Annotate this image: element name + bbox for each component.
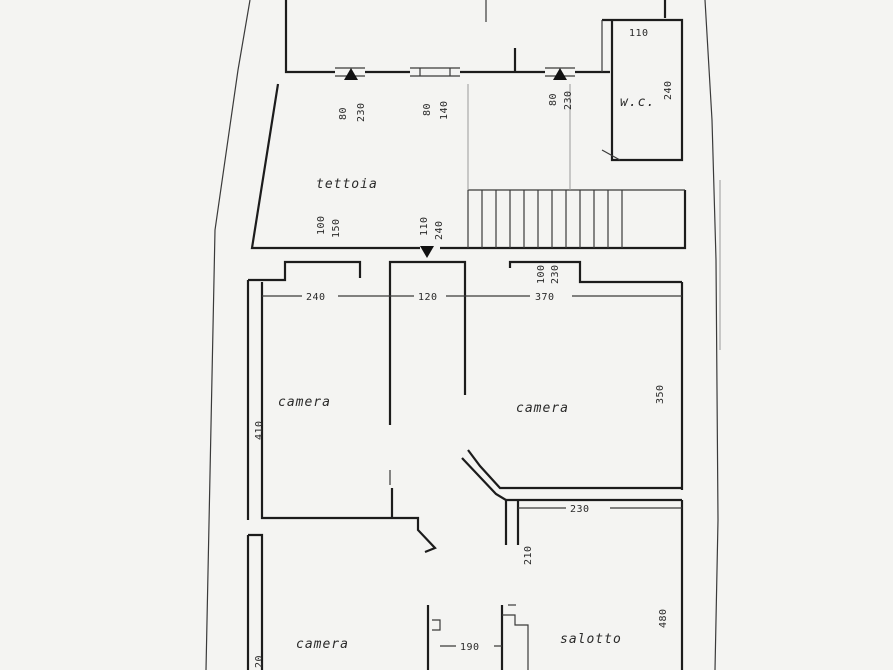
room-label-camera-left: camera bbox=[278, 395, 331, 410]
dim-door3-h: 230 bbox=[550, 264, 561, 284]
room-label-camera-center: camera bbox=[516, 401, 569, 416]
dim-salotto-width: 230 bbox=[570, 504, 590, 515]
dim-door3-w: 100 bbox=[536, 264, 547, 284]
dim-window2-w: 80 bbox=[422, 103, 433, 116]
dim-bottom-left-height: 20 bbox=[254, 655, 265, 668]
window-marker-2 bbox=[553, 68, 567, 80]
room-label-camera-bottom: camera bbox=[296, 637, 349, 652]
dim-salotto-height: 480 bbox=[658, 608, 669, 628]
room-label-tettoia: tettoia bbox=[316, 177, 378, 192]
dim-window3-h: 230 bbox=[563, 90, 574, 110]
dim-left-room-width: 240 bbox=[306, 292, 326, 303]
dimension-lines bbox=[262, 295, 682, 647]
dim-wc-width: 110 bbox=[629, 28, 649, 39]
middle-wall bbox=[246, 260, 684, 670]
dim-passage-height: 210 bbox=[523, 545, 534, 565]
dim-bottom-corridor-width: 190 bbox=[460, 642, 480, 653]
door-marker bbox=[420, 246, 434, 258]
dim-right-room-height: 350 bbox=[655, 384, 666, 404]
dim-window2-h: 140 bbox=[439, 100, 450, 120]
dim-center-width: 120 bbox=[418, 292, 438, 303]
dim-left-room-height: 410 bbox=[254, 420, 265, 440]
dim-window3-w: 80 bbox=[548, 93, 559, 106]
vertical-dims: 240 80 230 80 140 80 230 100 150 110 240… bbox=[254, 80, 674, 668]
tettoia-area bbox=[250, 83, 687, 250]
bottom-rooms bbox=[246, 533, 529, 670]
dim-window1-w: 80 bbox=[338, 107, 349, 120]
room-label-salotto: salotto bbox=[560, 632, 622, 647]
dim-right-room-width: 370 bbox=[535, 292, 555, 303]
window-marker-1 bbox=[344, 68, 358, 80]
dim-wc-height: 240 bbox=[663, 80, 674, 100]
dim-window1-h: 230 bbox=[356, 102, 367, 122]
dim-door2-h: 240 bbox=[434, 220, 445, 240]
room-label-wc: w.c. bbox=[620, 95, 655, 110]
dim-door1-w: 100 bbox=[316, 215, 327, 235]
wc-block bbox=[601, 18, 684, 162]
top-facade-wall bbox=[284, 0, 667, 77]
dim-door2-w: 110 bbox=[419, 216, 430, 236]
outer-outline bbox=[205, 0, 721, 670]
dim-door1-h: 150 bbox=[331, 218, 342, 238]
